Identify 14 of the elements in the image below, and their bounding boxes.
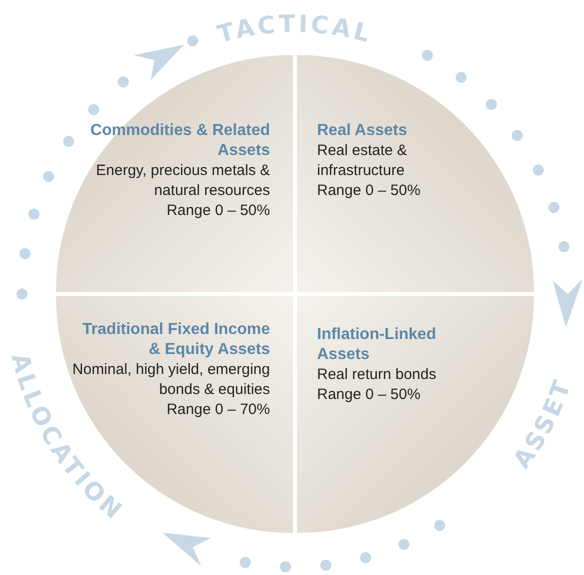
- quadrant: [297, 55, 533, 291]
- ring-label: TACTICAL: [214, 10, 376, 49]
- quadrant-heading: Real Assets: [317, 121, 408, 141]
- quadrant-description: Real return bonds: [317, 365, 438, 385]
- quadrant-description: Real estate & infrastructure: [317, 141, 408, 181]
- quadrant: [56, 55, 292, 291]
- quadrant-heading: Traditional Fixed Income & Equity Assets: [82, 320, 270, 358]
- quadrant-heading: Commodities & Related Assets: [89, 121, 270, 161]
- range-text: Range 0 – 70%: [166, 400, 270, 420]
- range-text: Range 0 – 50%: [166, 201, 270, 221]
- range-text: Range 0 – 50%: [317, 181, 422, 201]
- quadrant-heading: Inflation-Linked Assets: [317, 325, 438, 365]
- quadrant-description: Energy, precious metals & natural resources: [95, 161, 270, 201]
- range-text: Range 0 – 50%: [317, 385, 422, 405]
